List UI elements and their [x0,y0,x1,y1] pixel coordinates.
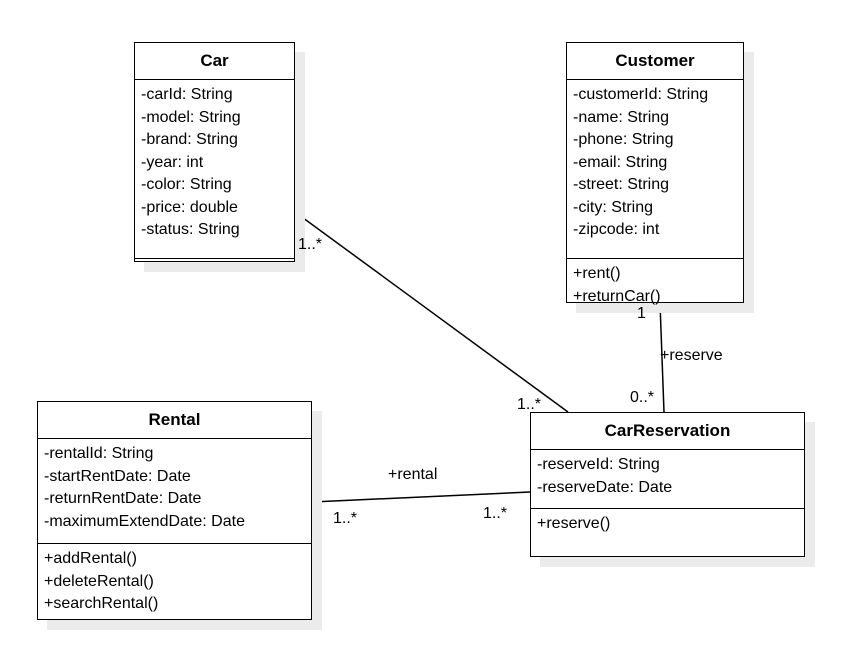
rental-reservation-association [311,491,531,503]
method: +reserve() [537,515,611,532]
class-rental[interactable]: Rental -rentalId: String -startRentDate:… [37,401,312,620]
car-reservation-association [294,211,569,413]
reserve-role-label: +reserve [660,347,723,364]
attribute: -zipcode: int [573,221,660,238]
methods-section: +addRental() +deleteRental() +searchRent… [38,544,311,620]
attribute: -startRentDate: Date [44,467,191,485]
class-customer[interactable]: Customer -customerId: String -name: Stri… [566,42,744,305]
reservation-multiplicity-customer-end: 0..* [630,389,655,406]
attribute: -reserveDate: Date [537,478,673,496]
attributes-section: -customerId: String -name: String -phone… [567,80,743,259]
attributes-section: -rentalId: String -startRentDate: Date -… [38,439,311,544]
attribute: -brand: String [141,131,238,148]
attribute: -maximumExtendDate: Date [44,512,245,530]
class-name: CarReservation [531,413,804,450]
attribute: -model: String [141,108,241,126]
attribute: -year: int [141,153,204,171]
method: +searchRental() [44,595,159,612]
attribute: -returnRentDate: Date [44,490,202,507]
rental-multiplicity: 1..* [333,510,358,527]
method: +returnCar() [573,287,661,305]
methods-section: +rent() +returnCar() [567,259,743,312]
attribute: -status: String [141,221,240,238]
attribute: -price: double [141,198,238,216]
methods-section [135,259,294,271]
attribute: -reserveId: String [537,456,660,473]
attribute: -rentalId: String [44,445,154,462]
rental-role-label: +rental [388,466,438,483]
car-multiplicity: 1..* [298,236,323,253]
attribute: -city: String [573,198,654,216]
class-name: Car [135,43,294,80]
attributes-section: -carId: String -model: String -brand: St… [135,80,294,259]
customer-reservation-association [659,302,665,413]
attribute: -carId: String [141,86,233,103]
method: +rent() [573,265,621,282]
attributes-section: -reserveId: String -reserveDate: Date [531,450,804,509]
class-car[interactable]: Car -carId: String -model: String -brand… [134,42,295,262]
attribute: -street: String [573,176,670,193]
reservation-multiplicity-rental-end: 1..* [483,505,508,522]
attribute: -name: String [573,108,670,126]
method: +addRental() [44,550,137,567]
attribute: -color: String [141,176,232,193]
reservation-multiplicity-car-end: 1..* [517,396,542,413]
class-carreservation[interactable]: CarReservation -reserveId: String -reser… [530,412,805,557]
class-name: Rental [38,402,311,439]
attribute: -customerId: String [573,86,709,103]
methods-section: +reserve() [531,509,804,540]
attribute: -phone: String [573,131,674,148]
customer-multiplicity: 1 [637,305,646,322]
attribute: -email: String [573,153,668,171]
class-name: Customer [567,43,743,80]
method: +deleteRental() [44,572,154,590]
